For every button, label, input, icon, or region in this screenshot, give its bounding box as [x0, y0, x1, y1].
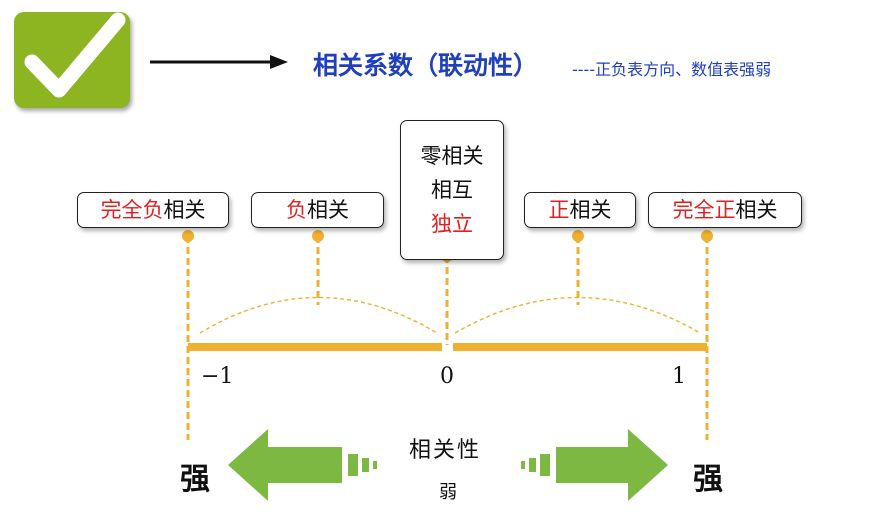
- page-subtitle: ----正负表方向、数值表强弱: [572, 60, 772, 79]
- dot-negative: [312, 230, 324, 242]
- label-perfect-positive: 完全正相关: [648, 192, 802, 228]
- correlation-label: 相关性: [409, 438, 482, 463]
- strong-left-label: 强: [180, 462, 210, 497]
- check-icon: [14, 12, 130, 108]
- left-arrow-icon: [228, 429, 377, 501]
- dot-perfect-positive: [701, 230, 713, 242]
- label-positive: 正相关: [524, 192, 636, 228]
- tick-label-zero: 0: [440, 364, 454, 389]
- tick-label-neg1: −1: [201, 364, 234, 389]
- label-negative: 负相关: [251, 192, 384, 228]
- dot-perfect-negative: [182, 230, 194, 242]
- right-arrow-icon: [521, 429, 668, 501]
- dot-positive: [572, 230, 584, 242]
- tick-label-pos1: 1: [672, 364, 686, 389]
- label-zero: 零相关 相互 独立: [400, 120, 504, 260]
- arrow-right-icon: [150, 55, 288, 69]
- strong-right-label: 强: [693, 462, 723, 497]
- weak-label: 弱: [439, 482, 457, 503]
- label-perfect-negative: 完全负相关: [77, 192, 229, 228]
- page-title: 相关系数（联动性）: [313, 51, 539, 80]
